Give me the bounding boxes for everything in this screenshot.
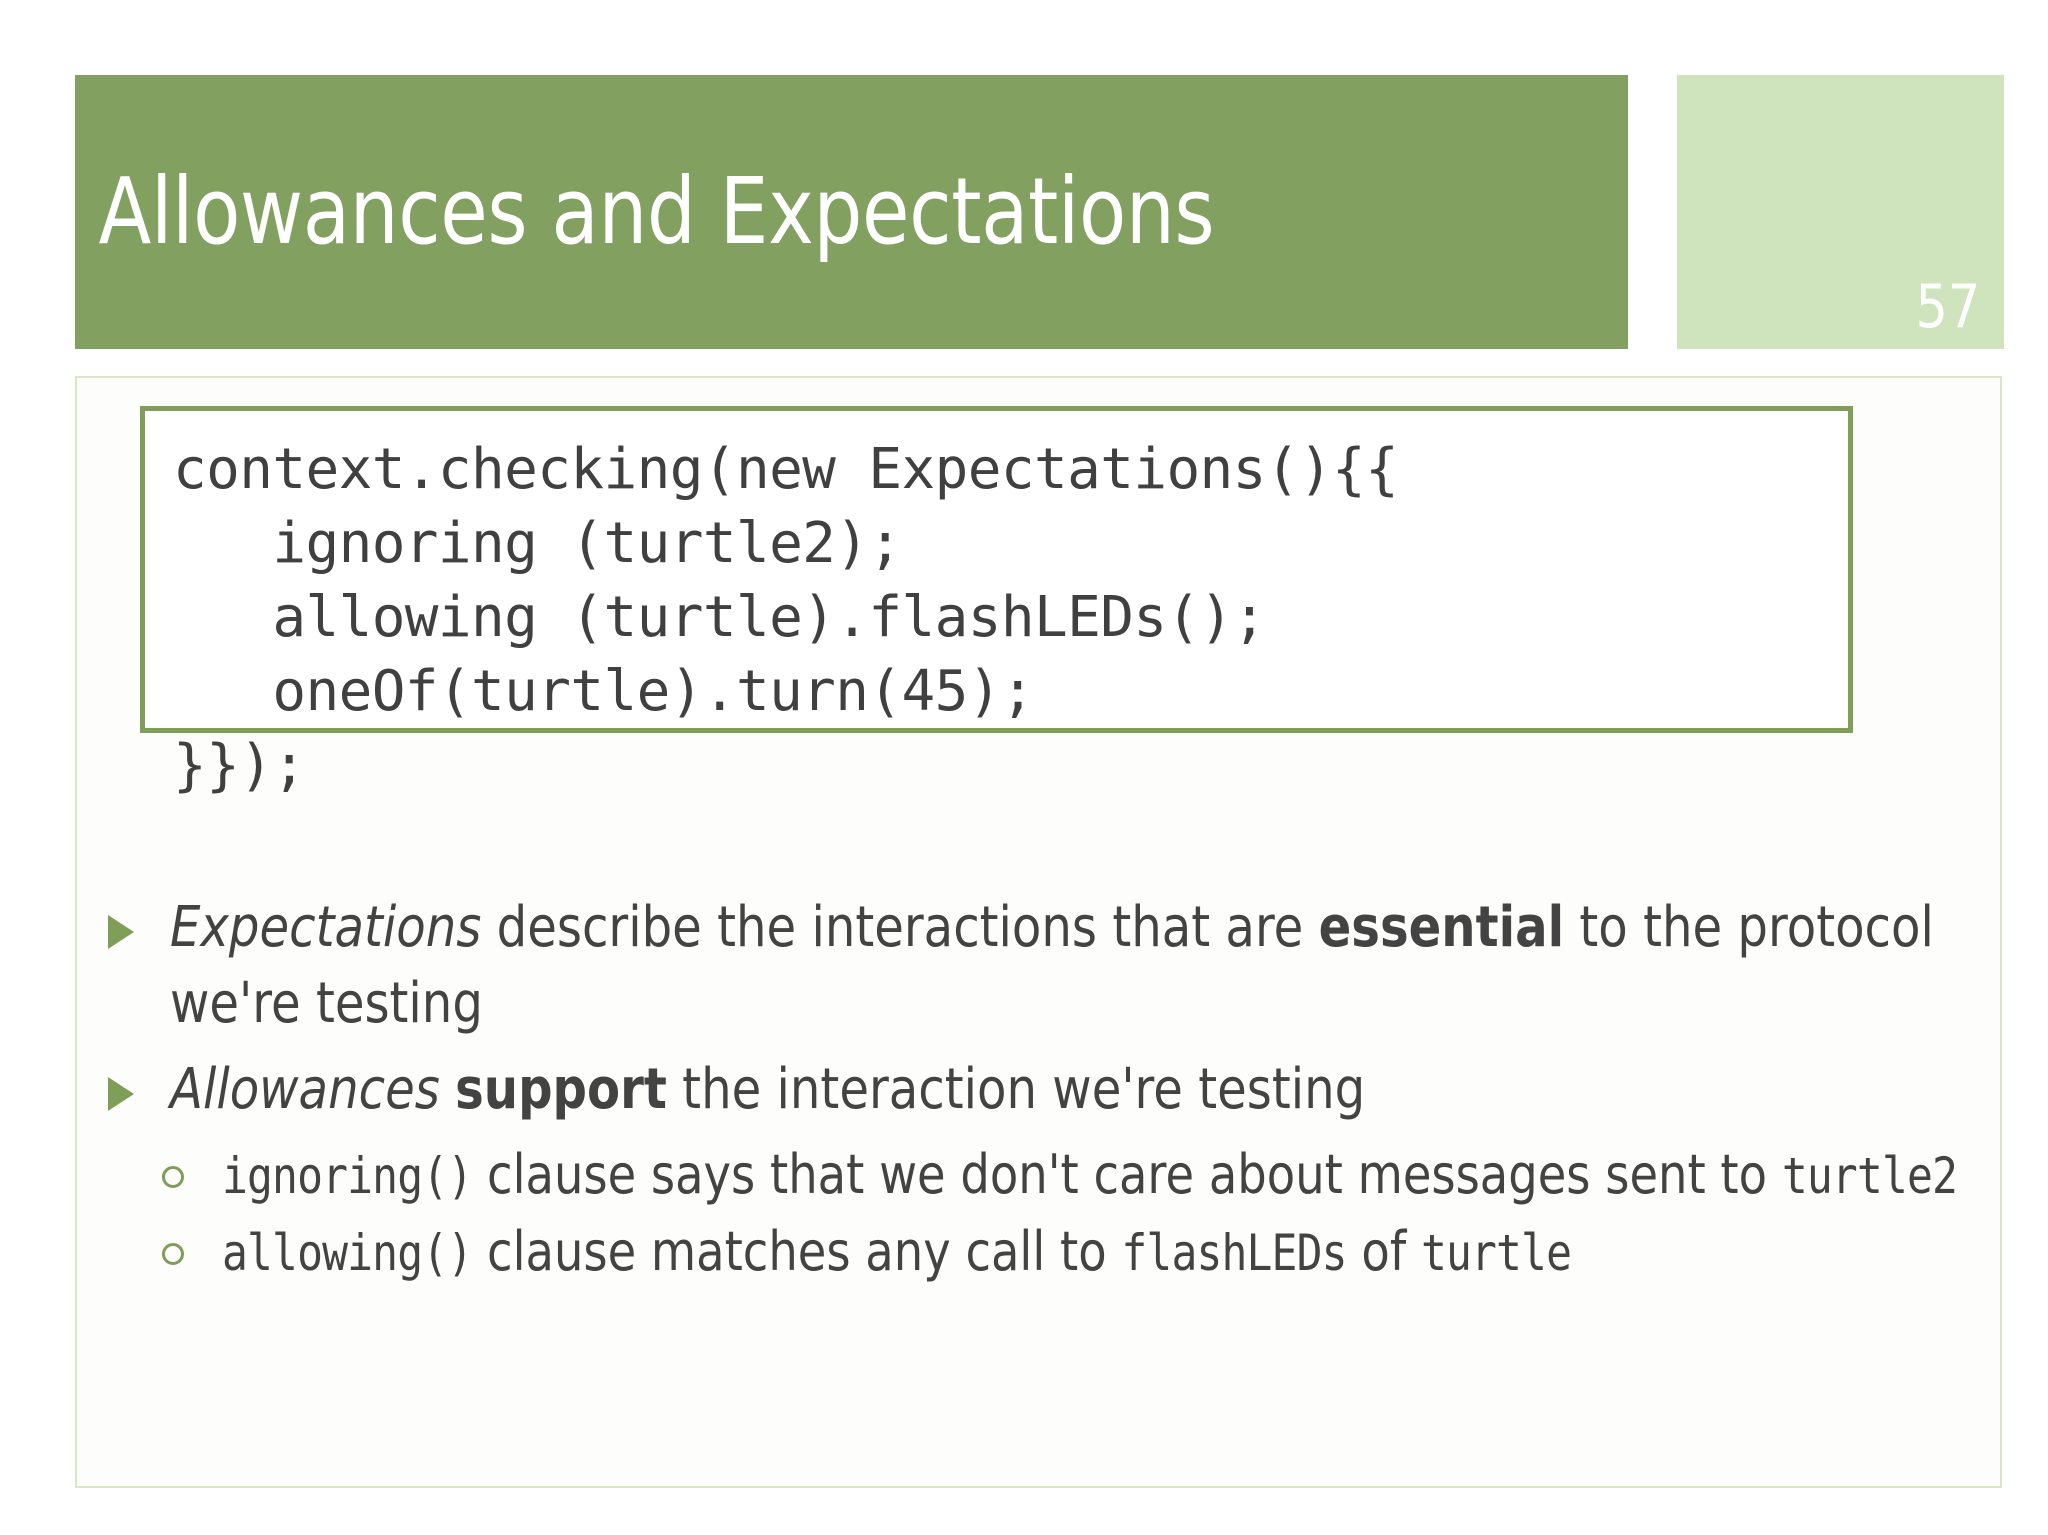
code-line: allowing (turtle).flashLEDs();: [173, 585, 1266, 650]
text-segment: to the protocol we're testing: [170, 895, 1934, 1036]
bullet-item: Expectations describe the interactions t…: [100, 890, 1980, 1042]
text-segment: support: [455, 1057, 667, 1122]
bullet-text: Allowances support the interaction we're…: [170, 1052, 1993, 1128]
text-segment: turtle: [1420, 1224, 1572, 1282]
page-title: Allowances and Expectations: [98, 158, 1215, 265]
bullet-list: Expectations describe the interactions t…: [100, 890, 1980, 1292]
bullet-item: Allowances support the interaction we're…: [100, 1052, 1980, 1128]
text-segment: allowing(): [222, 1224, 473, 1282]
sub-bullet-item: allowing() clause matches any call to fl…: [100, 1215, 1980, 1290]
bullet-text: ignoring() clause says that we don't car…: [222, 1138, 1994, 1213]
text-segment: clause matches any call to: [472, 1220, 1122, 1283]
text-segment: describe the interactions that are: [481, 895, 1319, 960]
code-line: oneOf(turtle).turn(45);: [173, 659, 1034, 724]
text-segment: turtle2: [1781, 1147, 1958, 1205]
circle-bullet-icon: [162, 1243, 184, 1265]
bullet-text: Expectations describe the interactions t…: [170, 890, 1993, 1042]
text-segment: clause says that we don't care about mes…: [472, 1143, 1782, 1206]
text-segment: flashLEDs: [1121, 1224, 1347, 1282]
page-number-block: 57: [1677, 75, 2004, 349]
code-line: context.checking(new Expectations(){{: [173, 437, 1399, 502]
text-segment: the interaction we're testing: [666, 1057, 1366, 1122]
text-segment: Allowances: [170, 1057, 440, 1122]
sub-bullet-item: ignoring() clause says that we don't car…: [100, 1138, 1980, 1213]
code-line: ignoring (turtle2);: [173, 511, 902, 576]
triangle-bullet-icon: [108, 915, 134, 949]
text-segment: [440, 1057, 455, 1122]
text-segment: ignoring(): [222, 1147, 473, 1205]
text-segment: of: [1346, 1220, 1421, 1283]
slide-title-bar: Allowances and Expectations: [75, 75, 1628, 349]
code-line: }});: [173, 733, 306, 798]
bullet-text: allowing() clause matches any call to fl…: [222, 1215, 1994, 1290]
code-lines: context.checking(new Expectations(){{ ig…: [173, 433, 1848, 803]
code-block: context.checking(new Expectations(){{ ig…: [140, 406, 1853, 798]
triangle-bullet-icon: [108, 1077, 134, 1111]
text-segment: essential: [1318, 895, 1565, 960]
circle-bullet-icon: [162, 1166, 184, 1188]
text-segment: Expectations: [170, 895, 482, 960]
page-number: 57: [1915, 272, 1980, 342]
